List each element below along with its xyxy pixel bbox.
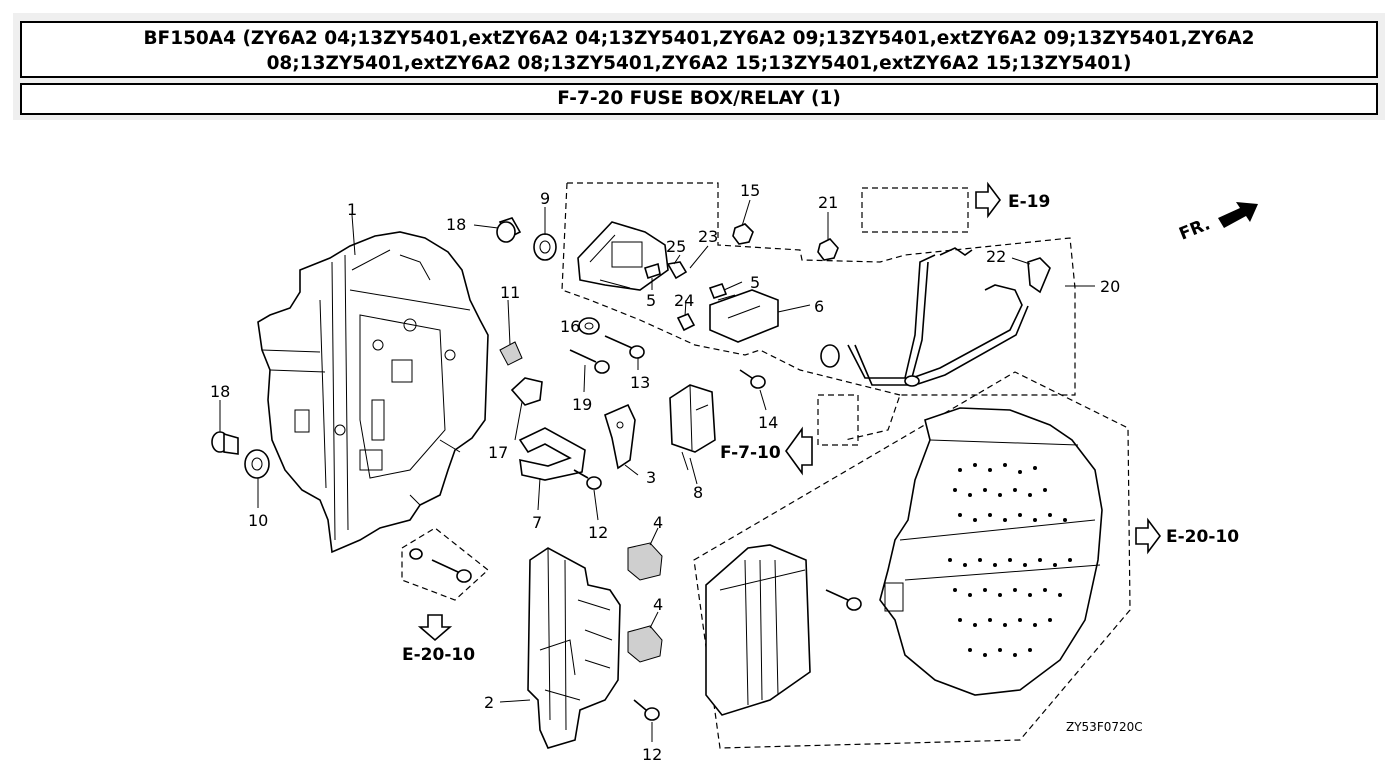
drawing-code: ZY53F0720C	[1066, 720, 1143, 734]
label-part-5-right: 5	[750, 273, 760, 292]
bolt-19[interactable]	[569, 349, 610, 374]
label-part-19: 19	[572, 395, 592, 414]
clip-4-upper[interactable]	[627, 542, 663, 581]
clip-22[interactable]	[1027, 257, 1051, 294]
model-title-line-2: 08;13ZY5401,extZY6A2 08;13ZY5401,ZY6A2 1…	[266, 53, 1132, 74]
label-part-20: 20	[1100, 277, 1120, 296]
e19-arrow	[975, 181, 1001, 219]
cover-vent-pattern	[948, 463, 1072, 657]
ref-e19[interactable]: E-19	[1008, 192, 1050, 212]
label-part-16: 16	[560, 317, 580, 336]
label-part-18-left: 18	[210, 382, 230, 401]
bolt-12-upper[interactable]	[573, 469, 602, 490]
collar-18-upper[interactable]	[496, 217, 522, 243]
label-part-18-upper: 18	[446, 215, 466, 234]
bolt-14[interactable]	[739, 369, 766, 389]
f710-arrow	[785, 426, 813, 476]
e19-callout-box	[861, 187, 969, 233]
label-part-2: 2	[484, 693, 494, 712]
bolt-12-lower[interactable]	[633, 699, 660, 721]
fuse-block[interactable]	[577, 221, 669, 291]
part-labels: 1 2 3 4 4 5 5 6 7 8 9 10 11 12 12 13 14 …	[210, 181, 1120, 764]
relay-cover[interactable]	[709, 289, 779, 343]
bolt-13[interactable]	[604, 335, 645, 359]
label-part-4-upper: 4	[653, 513, 663, 532]
terminal-5-right[interactable]	[708, 283, 728, 299]
label-part-22: 22	[986, 247, 1006, 266]
label-part-15: 15	[740, 181, 760, 200]
assembly-outline-top	[567, 182, 1076, 441]
label-part-24: 24	[674, 291, 694, 310]
collar-18-left[interactable]	[211, 431, 239, 455]
small-bracket-3[interactable]	[604, 403, 636, 470]
label-part-17: 17	[488, 443, 508, 462]
screw-24[interactable]	[676, 312, 696, 332]
model-title-box: BF150A4 (ZY6A2 04;13ZY5401,extZY6A2 04;1…	[20, 21, 1378, 78]
terminal-5-left[interactable]	[644, 262, 661, 280]
assembly-outline-left	[561, 182, 901, 396]
label-part-5-left: 5	[646, 291, 656, 310]
label-part-11: 11	[500, 283, 520, 302]
relay-bracket[interactable]	[527, 547, 621, 749]
label-part-12-lower: 12	[642, 745, 662, 764]
model-title-line-1: BF150A4 (ZY6A2 04;13ZY5401,extZY6A2 04;1…	[143, 28, 1255, 49]
washer-bolt-e2010[interactable]	[409, 548, 472, 583]
e2010-right-arrow	[1135, 517, 1161, 555]
ref-e2010-left[interactable]: E-20-10	[402, 645, 475, 665]
e2010-left-box	[401, 527, 489, 601]
label-part-3: 3	[646, 468, 656, 487]
nut-15[interactable]	[732, 223, 754, 245]
f710-nut-box	[817, 394, 859, 446]
front-arrow-icon	[1218, 202, 1258, 228]
ecu-cover[interactable]	[879, 407, 1103, 696]
label-part-4-lower: 4	[653, 595, 663, 614]
label-part-12-upper: 12	[588, 523, 608, 542]
label-part-7: 7	[532, 513, 542, 532]
label-part-13: 13	[630, 373, 650, 392]
clamp-17[interactable]	[510, 377, 543, 406]
ref-f710[interactable]: F-7-10	[720, 443, 781, 463]
connector-8[interactable]	[669, 384, 716, 471]
nut-25[interactable]	[666, 261, 688, 280]
label-part-6: 6	[814, 297, 824, 316]
ref-e2010-right[interactable]: E-20-10	[1166, 527, 1239, 547]
front-indicator-label: FR.	[1176, 214, 1213, 244]
label-part-23: 23	[698, 227, 718, 246]
grommet-9[interactable]	[533, 233, 557, 261]
washer-16[interactable]	[578, 317, 600, 335]
leader-lines	[219, 199, 1095, 742]
label-part-10: 10	[248, 511, 268, 530]
clamp-7[interactable]	[518, 427, 586, 481]
label-part-21: 21	[818, 193, 838, 212]
clip-11[interactable]	[499, 341, 523, 366]
label-part-25: 25	[666, 237, 686, 256]
nut-21[interactable]	[817, 238, 839, 261]
cover-bolt[interactable]	[825, 589, 862, 611]
fuse-box-housing[interactable]	[257, 231, 489, 554]
grommet-10[interactable]	[244, 449, 270, 479]
label-part-14: 14	[758, 413, 778, 432]
e2010-right-box	[693, 371, 1131, 749]
section-title: F-7-20 FUSE BOX/RELAY (1)	[20, 83, 1378, 115]
e2010-left-arrow	[417, 614, 453, 642]
label-part-1: 1	[347, 200, 357, 219]
cable-harness-20[interactable]	[820, 247, 1029, 387]
label-part-8: 8	[693, 483, 703, 502]
clip-4-lower[interactable]	[627, 625, 663, 663]
label-part-9: 9	[540, 189, 550, 208]
control-module[interactable]	[705, 544, 811, 716]
